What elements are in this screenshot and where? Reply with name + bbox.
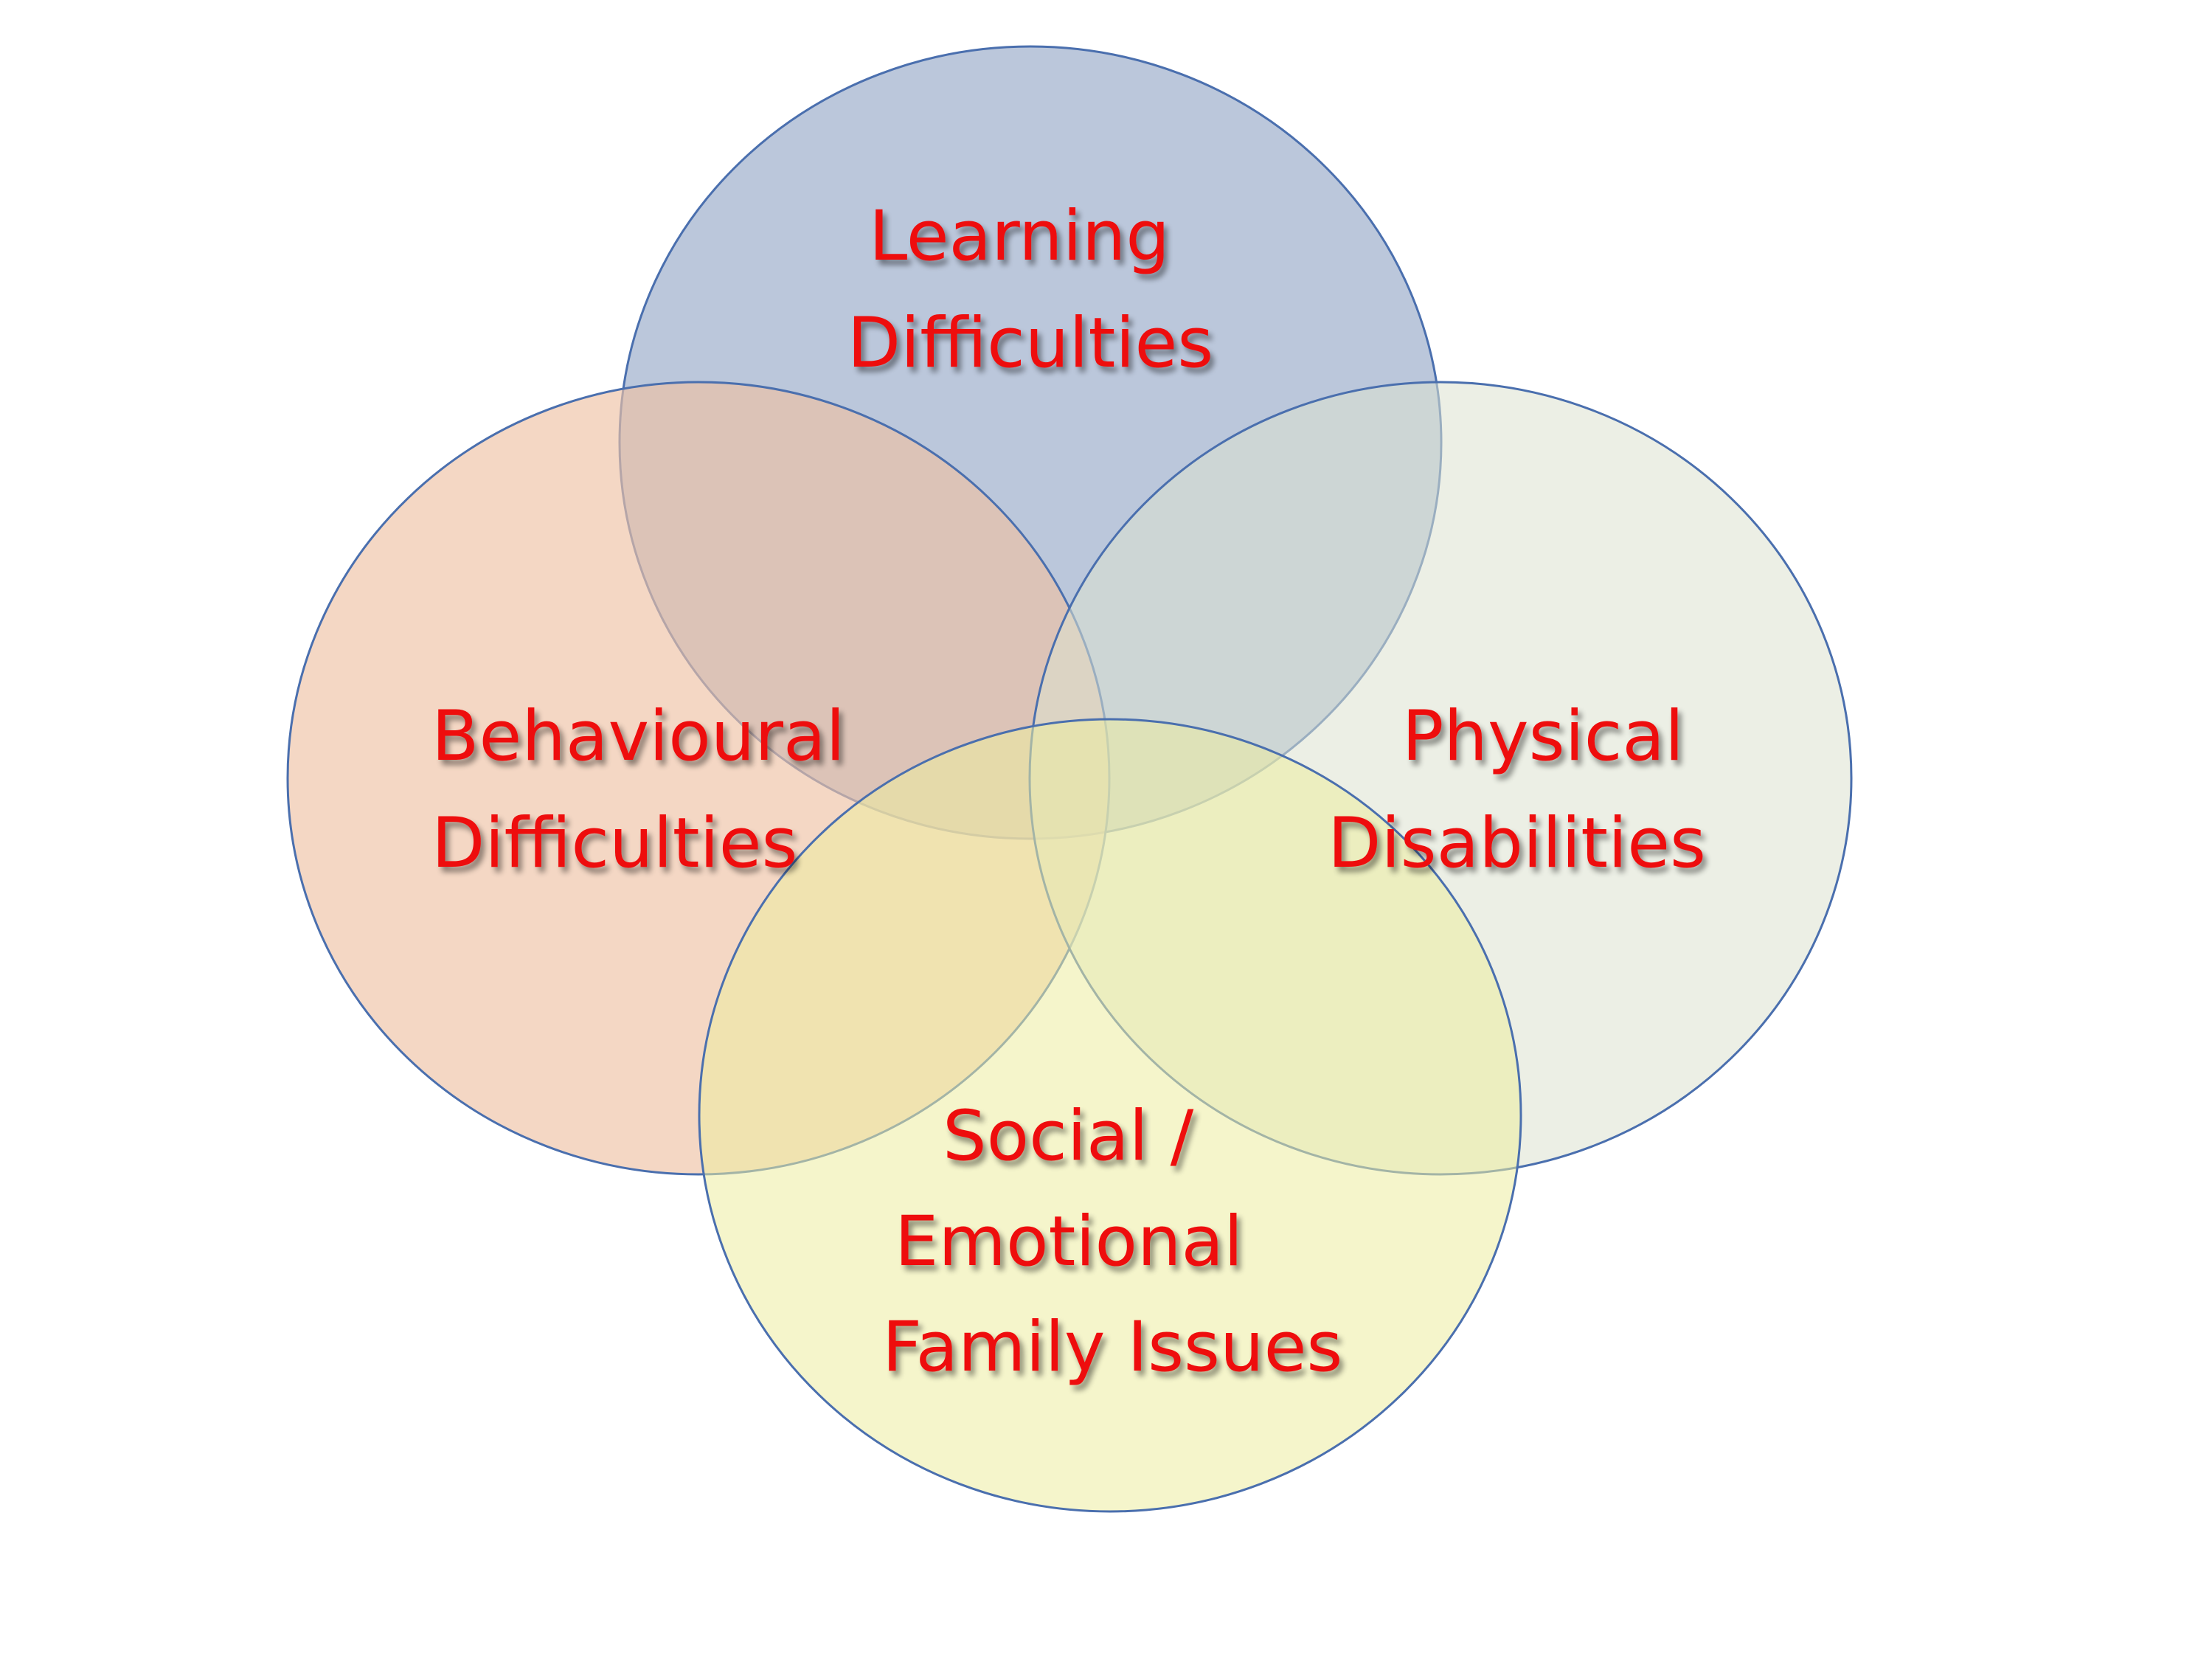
behavioural-label: Behavioural Difficulties [431, 696, 867, 884]
social-label-line-2: Emotional [895, 1202, 1243, 1282]
physical-label-line-1: Physical [1402, 696, 1684, 777]
physical-label-line-2: Disabilities [1328, 803, 1706, 884]
behavioural-label-line-2: Difficulties [431, 803, 798, 884]
behavioural-label-line-1: Behavioural [431, 696, 845, 777]
learning-label: Learning Difficulties [847, 196, 1214, 384]
social-circle [698, 718, 1522, 1513]
social-label-line-3: Family Issues [882, 1307, 1342, 1388]
social-label: Social / Emotional Family Issues [882, 1096, 1342, 1388]
learning-label-line-1: Learning [869, 196, 1170, 277]
learning-label-line-2: Difficulties [847, 303, 1214, 384]
physical-label: Physical Disabilities [1328, 696, 1706, 884]
social-label-line-1: Social / [943, 1096, 1194, 1177]
